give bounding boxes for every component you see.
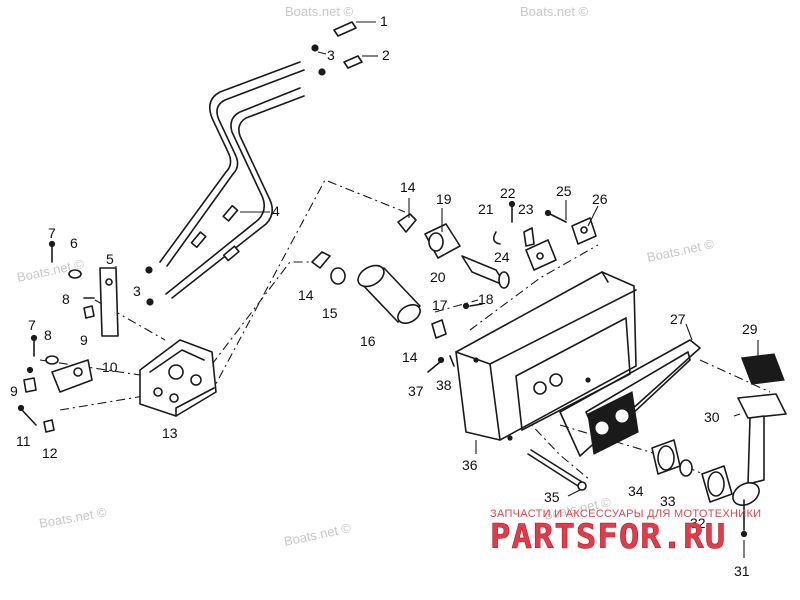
callout-26: 26 (592, 191, 608, 207)
watermark-top-right: Boats.net © (520, 4, 589, 19)
callout-12: 12 (42, 445, 58, 461)
callout-33: 33 (660, 493, 676, 509)
callout-11: 11 (16, 433, 31, 449)
callout-31: 31 (734, 563, 750, 579)
control-box-housing (455, 271, 637, 441)
callout-18: 18 (478, 291, 494, 307)
brand-subtitle: ЗАПЧАСТИ И АКСЕССУАРЫ ДЛЯ МОТОТЕХНИКИ (490, 508, 761, 520)
callout-17: 17 (432, 297, 448, 313)
partsfor-branding: ЗАПЧАСТИ И АКСЕССУАРЫ ДЛЯ МОТОТЕХНИКИ PA… (490, 508, 761, 557)
part-callouts: 1 2 3 3 4 5 6 7 7 8 8 9 9 10 11 12 13 14… (10, 13, 758, 579)
brand-logo: PARTSFOR.RU (490, 517, 726, 557)
callout-15: 15 (322, 305, 338, 321)
callout-23: 23 (518, 201, 534, 217)
callout-13: 13 (162, 425, 178, 441)
watermark-bottom-left: Boats.net © (38, 504, 108, 531)
handle-grip (741, 353, 785, 385)
hub-assembly (651, 439, 733, 503)
callout-34: 34 (628, 483, 644, 499)
coupler-and-pin (424, 223, 510, 289)
callout-6: 6 (70, 235, 78, 251)
callout-1: 1 (380, 13, 388, 29)
callout-19: 19 (436, 191, 452, 207)
cable-end-fittings (145, 21, 363, 306)
callout-38: 38 (436, 377, 452, 393)
box-screws (427, 355, 455, 373)
face-plate (587, 391, 639, 455)
leader-lines (115, 21, 759, 558)
callout-10: 10 (102, 359, 118, 375)
callout-29: 29 (742, 321, 758, 337)
callout-8-lower: 8 (44, 327, 52, 343)
callout-21: 21 (478, 201, 494, 217)
callout-9-lower: 9 (10, 383, 18, 399)
callout-14-lower: 14 (402, 349, 418, 365)
callout-2: 2 (382, 47, 390, 63)
callout-8-top: 8 (62, 291, 70, 307)
watermark-mid-right: Boats.net © (646, 236, 716, 265)
callout-24: 24 (494, 249, 510, 265)
callout-7-top: 7 (48, 225, 56, 241)
callout-36: 36 (462, 457, 478, 473)
callout-9-top: 9 (80, 332, 88, 348)
lower-left-lever (17, 334, 93, 433)
callout-16: 16 (360, 333, 376, 349)
control-lever (732, 393, 787, 538)
callout-35: 35 (544, 489, 560, 505)
callout-3-left: 3 (133, 283, 141, 299)
callout-14-top: 14 (400, 179, 416, 195)
callout-22: 22 (500, 185, 516, 201)
callout-7-lower: 7 (28, 317, 36, 333)
shaft-assembly (311, 213, 447, 339)
callout-25: 25 (556, 183, 572, 199)
control-cables (159, 61, 305, 299)
callout-3-top: 3 (327, 47, 335, 63)
callout-20: 20 (430, 269, 446, 285)
callout-14-left: 14 (298, 287, 314, 303)
upper-left-bracket (48, 240, 119, 337)
callout-27: 27 (670, 311, 686, 327)
callout-5: 5 (106, 251, 114, 267)
callout-37: 37 (408, 383, 424, 399)
watermark-top-center: Boats.net © (285, 4, 354, 19)
small-hardware (462, 200, 597, 310)
callout-30: 30 (704, 409, 720, 425)
callout-4: 4 (272, 203, 280, 219)
mounting-plate (139, 339, 217, 417)
callout-32: 32 (690, 515, 706, 531)
long-bolt (527, 449, 587, 491)
watermark-bottom-center: Boats.net © (283, 520, 353, 549)
